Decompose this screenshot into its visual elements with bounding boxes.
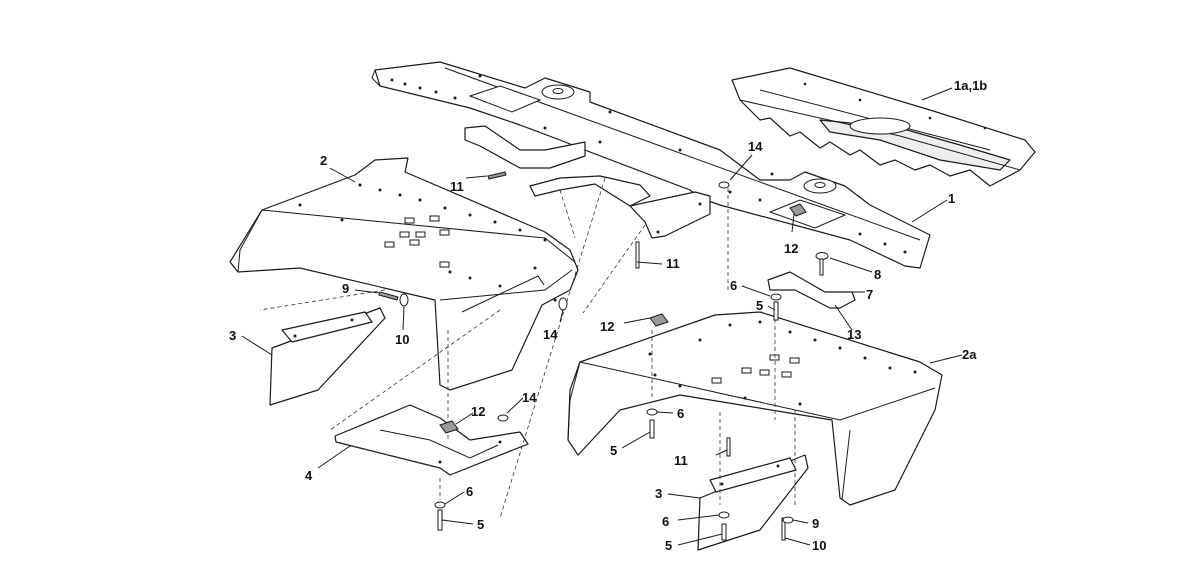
callout-2a: 2a	[962, 347, 977, 362]
callout-5-left-bottom: 5	[477, 517, 484, 532]
callout-3-left: 3	[229, 328, 236, 343]
leader-lines	[241, 87, 963, 546]
callout-10-right: 10	[812, 538, 826, 553]
callout-6-left-bottom: 6	[466, 484, 473, 499]
part-1-rear-panel	[371, 61, 931, 269]
callout-4: 4	[305, 468, 313, 483]
callout-9-left: 9	[342, 281, 349, 296]
callout-8: 8	[874, 267, 881, 282]
callout-1: 1	[948, 191, 955, 206]
callout-14-middle: 14	[543, 327, 558, 342]
callout-10-left: 10	[395, 332, 409, 347]
callout-12-upper: 12	[784, 241, 798, 256]
callout-12-lower: 12	[471, 404, 485, 419]
callout-7: 7	[866, 287, 873, 302]
callout-labels: 1 1a,1b 2 2a 3 3 4 5 5 5 5 6 6 6 6 7 8 9…	[229, 78, 987, 553]
part-7-13-bracket	[767, 271, 856, 309]
part-3-left-side-plate	[269, 307, 386, 406]
callout-11-bottom: 11	[674, 453, 688, 468]
callout-5-right-bottom: 5	[665, 538, 672, 553]
part-1a1b-deflector	[731, 67, 1036, 187]
callout-11-top: 11	[450, 179, 464, 194]
callout-9-right: 9	[812, 516, 819, 531]
callout-6-upper: 6	[730, 278, 737, 293]
callout-6-right-bottom: 6	[662, 514, 669, 529]
callout-5-middle: 5	[610, 443, 617, 458]
callout-1a-1b: 1a,1b	[954, 78, 987, 93]
callout-2: 2	[320, 153, 327, 168]
callout-3-right: 3	[655, 486, 662, 501]
alignment-lines	[259, 177, 796, 519]
callout-11-middle: 11	[666, 256, 680, 271]
callout-14-lower: 14	[522, 390, 537, 405]
callout-14-top: 14	[748, 139, 763, 154]
callout-13: 13	[847, 327, 861, 342]
fasteners	[378, 171, 829, 541]
part-4-lower-bracket	[334, 404, 529, 476]
callout-5-upper: 5	[756, 298, 763, 313]
callout-6-middle: 6	[677, 406, 684, 421]
part-2-left-panel	[229, 157, 579, 391]
part-2a-right-panel	[567, 311, 943, 506]
callout-12-middle: 12	[600, 319, 614, 334]
